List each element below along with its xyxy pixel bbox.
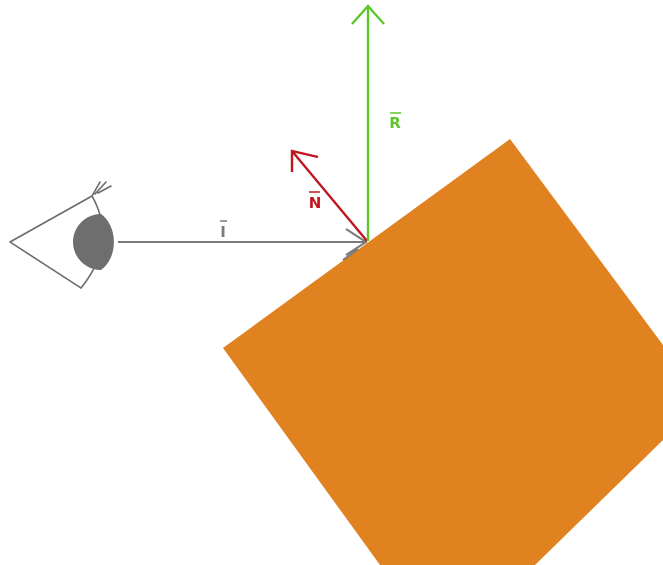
incident-vector — [118, 220, 368, 256]
normal-vector — [290, 149, 368, 242]
reflective-surface — [223, 139, 663, 565]
reflected-label: R — [389, 114, 401, 132]
incident-label: I — [220, 223, 226, 241]
incidence-point-marker — [342, 248, 359, 261]
normal-label: N — [309, 194, 322, 212]
eye-icon — [9, 181, 114, 289]
reflected-vector — [351, 4, 401, 241]
